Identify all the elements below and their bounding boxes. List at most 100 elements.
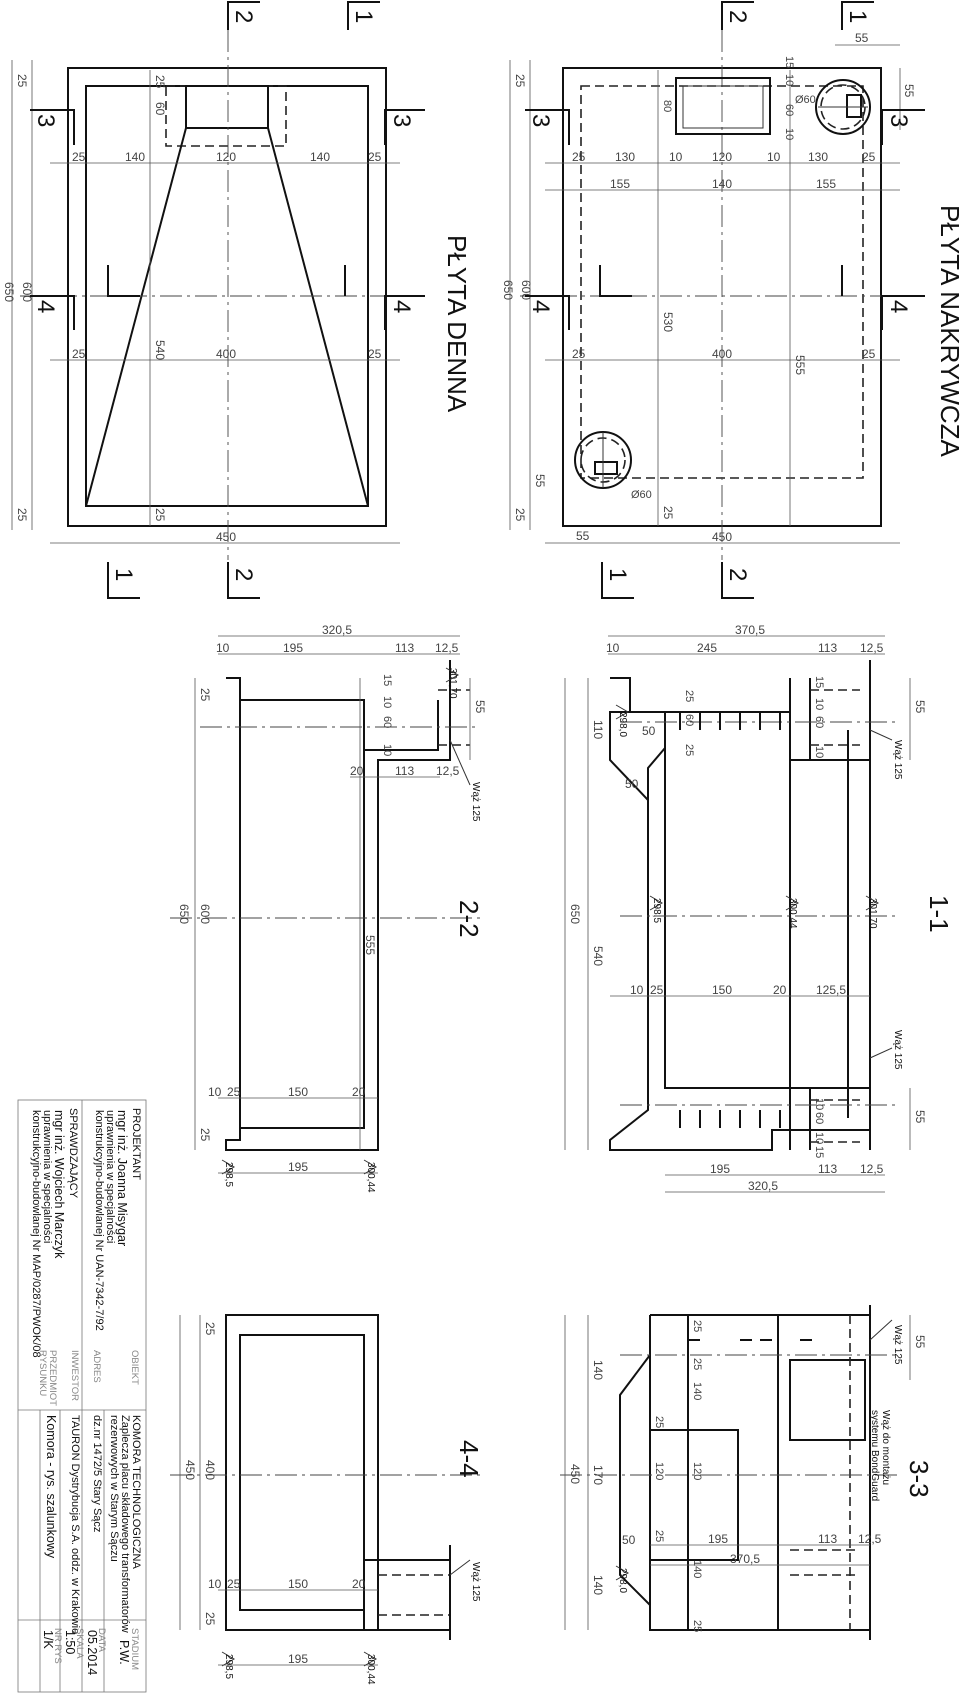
svg-text:4: 4 (388, 300, 415, 313)
cut-marker (107, 265, 140, 297)
section-inner (239, 1334, 365, 1611)
svg-text:2: 2 (724, 568, 751, 581)
svg-text:1: 1 (350, 10, 377, 23)
tb-label: STADIUM (129, 1628, 140, 1670)
dim-label: 130 (808, 150, 828, 164)
dim-label: 10 (783, 128, 795, 140)
cut-marker: 2 (227, 562, 260, 599)
dim-label: 10 (767, 150, 781, 164)
svg-text:4: 4 (885, 300, 912, 313)
dim-label: 25 (72, 150, 86, 164)
chamber-interior (664, 711, 791, 1089)
dim-label: 12,5 (860, 1162, 884, 1176)
tb-value: 1/K (41, 1630, 55, 1649)
tb-value: P.W. (117, 1640, 131, 1665)
top-opening (789, 1359, 866, 1441)
dim-label: 60 (153, 102, 167, 116)
dim-label: 140 (591, 1575, 605, 1595)
tb-label: INWESTOR (69, 1350, 80, 1401)
dim-label: 25 (691, 1320, 703, 1332)
dim-label: 25 (368, 347, 382, 361)
dim-label: 10 (813, 1132, 825, 1144)
dim-label: 25 (683, 744, 695, 756)
dim-label: 450 (568, 1464, 582, 1484)
dim-label: 60 (683, 714, 695, 726)
dim-label: 650 (501, 280, 515, 300)
level-marker: 300,44 (363, 1159, 377, 1193)
level-marker: 301,70 (445, 667, 459, 699)
dim-label: 140 (125, 150, 145, 164)
dim-label: 15 (813, 676, 825, 688)
tb-label: SPRAWDZAJĄCY (67, 1108, 79, 1199)
tb-value: 05.2014 (85, 1630, 99, 1675)
dim-label: 113 (818, 1532, 837, 1546)
hose-label: Wąż 125 (892, 1325, 903, 1365)
svg-text:3: 3 (885, 114, 912, 127)
view-section-3-3: 450 140 170 140 25 140 25 120 120 25 50 … (560, 1305, 934, 1640)
dim-label: 60 (783, 104, 795, 116)
dim-label: 140 (691, 1560, 703, 1578)
title-block: PROJEKTANT mgr inż. Joanna Misygar upraw… (17, 1099, 147, 1693)
dim-label: 10 (216, 641, 230, 655)
dim-label: 110 (591, 720, 605, 739)
dim-label: 120 (712, 150, 732, 164)
view-title: 1-1 (924, 895, 954, 933)
cut-marker: 3 (30, 109, 75, 145)
dim-label: 50 (642, 724, 656, 738)
svg-text:1: 1 (844, 10, 871, 23)
dim-label: 25 (862, 347, 876, 361)
dim-label: 25 (203, 1612, 217, 1626)
cut-marker: 2 (721, 1, 754, 30)
dim-label: 25 (572, 150, 586, 164)
svg-text:1: 1 (110, 568, 137, 581)
view-section-2-2: 320,5 10 195 113 12,5 15 10 60 10 20 113… (170, 623, 487, 1193)
dim-label: 55 (902, 84, 916, 98)
dim-label: 650 (568, 904, 582, 924)
tb-value: Komora - rys. szalunkowy (44, 1415, 58, 1559)
view-section-1-1: 370,5 10 245 113 12,5 15 10 60 10 25 60 … (564, 623, 954, 1193)
svg-text:301,70: 301,70 (867, 898, 878, 929)
dim-label: 10 (813, 698, 825, 710)
dim-label: 80 (661, 100, 673, 112)
view-title: PŁYTA NAKRYWCZA (935, 205, 960, 458)
dim-label: 450 (216, 530, 236, 544)
dim-label: 650 (2, 282, 16, 302)
tb-value: 1:50 (63, 1630, 77, 1654)
level-marker: 298,5 (221, 1159, 235, 1187)
dim-label: 25 (15, 508, 29, 522)
dim-label: 113 (395, 641, 414, 655)
dim-label: 600 (519, 280, 533, 300)
dim-label: 25 (198, 688, 212, 702)
dim-label: 25 (650, 983, 664, 997)
hose-label: Wąż 125 (892, 740, 903, 780)
dim-label: 10 (208, 1577, 222, 1591)
dim-label: 170 (591, 1465, 605, 1485)
tb-label: PRZEDMIOT (47, 1350, 58, 1406)
svg-text:298,0: 298,0 (617, 712, 628, 737)
dim-label: 195 (288, 1160, 308, 1174)
dim-label: 155 (610, 177, 630, 191)
dim-label: 540 (591, 946, 605, 966)
svg-text:2: 2 (230, 10, 257, 23)
dim-label: 113 (818, 1162, 837, 1176)
dim-label: 10 (630, 983, 644, 997)
dim-label: 195 (283, 641, 303, 655)
tb-value: uprawnienia w specjalności (41, 1110, 53, 1243)
neck-outline (363, 700, 439, 751)
dim-label: 140 (712, 177, 732, 191)
dim-label: 12,5 (860, 641, 884, 655)
view-title: PŁYTA DENNA (442, 235, 472, 413)
tb-value: konstrukcyjno-budowlanej Nr UAN-7342-7/9… (93, 1110, 105, 1331)
svg-text:4: 4 (527, 300, 554, 313)
svg-text:301,70: 301,70 (447, 668, 458, 699)
dim-label: 600 (198, 904, 212, 924)
dim-label: 50 (622, 1533, 636, 1547)
dim-label: 20 (352, 1085, 366, 1099)
dim-label: 540 (153, 340, 167, 360)
dim-label: 25 (661, 506, 675, 520)
dim-label: 113 (395, 764, 414, 778)
svg-text:298,0: 298,0 (617, 1568, 628, 1593)
dim-label: 150 (712, 983, 732, 997)
svg-text:1: 1 (604, 568, 631, 581)
